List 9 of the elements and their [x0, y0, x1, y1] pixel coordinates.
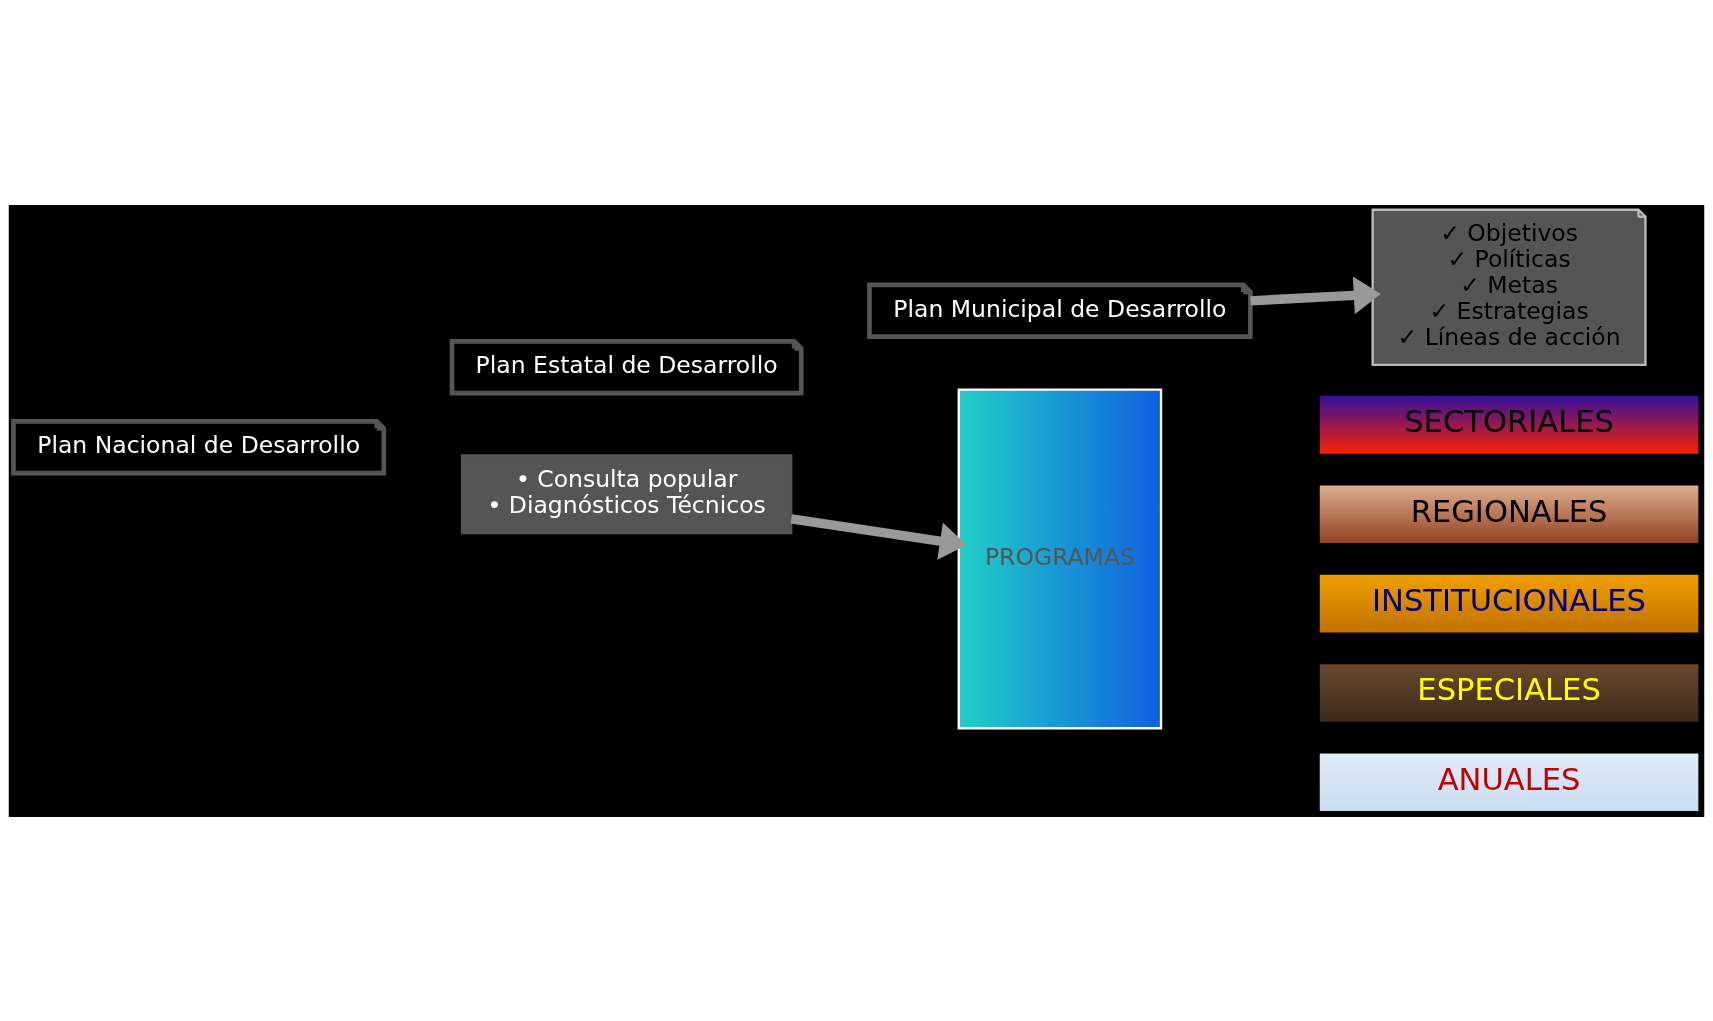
node-box: ESPECIALES [1317, 661, 1701, 724]
arrow [790, 513, 967, 560]
node-box: REGIONALES [1317, 482, 1701, 545]
node-box: • Consulta popular • Diagnósticos Técnicos [460, 453, 793, 534]
node-box: ANUALES [1317, 750, 1701, 813]
node-box: PROGRAMAS [957, 387, 1163, 729]
arrow [1250, 276, 1381, 314]
node-box: SECTORIALES [1317, 393, 1701, 456]
node-box: INSTITUCIONALES [1317, 571, 1701, 635]
